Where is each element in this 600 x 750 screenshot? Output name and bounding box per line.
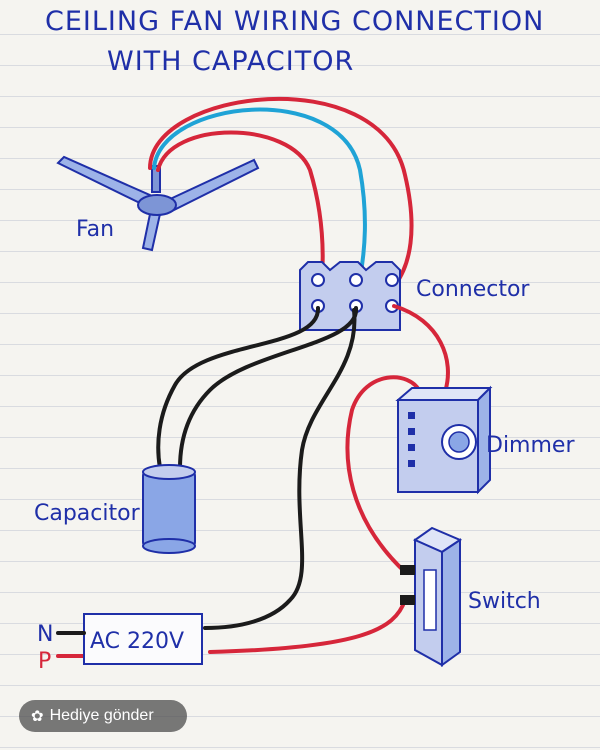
neutral-wire [203, 308, 357, 630]
switch-supply-wire [208, 598, 407, 654]
dimmer-switch-wire [345, 375, 422, 574]
phase-label: P [38, 649, 51, 674]
switch-label: Switch [468, 589, 541, 614]
neutral-label: N [37, 622, 53, 647]
dimmer-icon [395, 385, 493, 495]
capacitor-wire-1 [156, 306, 321, 470]
gift-button[interactable]: ✿ Hediye gönder [19, 700, 187, 732]
fan-red-wire-short [156, 130, 325, 280]
fan-label: Fan [76, 217, 114, 242]
capacitor-icon [142, 464, 196, 554]
fan-icon [56, 155, 260, 252]
title-line-1: CEILING FAN WIRING CONNECTION [45, 6, 544, 37]
capacitor-wire-2 [178, 306, 359, 470]
black-wires [156, 306, 359, 630]
fan-wires [148, 96, 414, 287]
gift-button-label: Hediye gönder [49, 707, 154, 724]
supply-box [56, 613, 203, 665]
fan-red-wire-long [148, 96, 414, 287]
red-wires [56, 304, 450, 658]
fan-blue-wire [152, 107, 367, 280]
title-line-2: WITH CAPACITOR [107, 46, 354, 77]
dimmer-label: Dimmer [486, 433, 575, 458]
gift-icon: ✿ [31, 708, 44, 725]
capacitor-label: Capacitor [34, 501, 141, 526]
connector-label: Connector [416, 277, 530, 302]
supply-label: AC 220V [90, 629, 184, 654]
connector-block [299, 261, 401, 331]
connector-dimmer-wire [392, 304, 450, 394]
switch-icon [400, 526, 463, 667]
